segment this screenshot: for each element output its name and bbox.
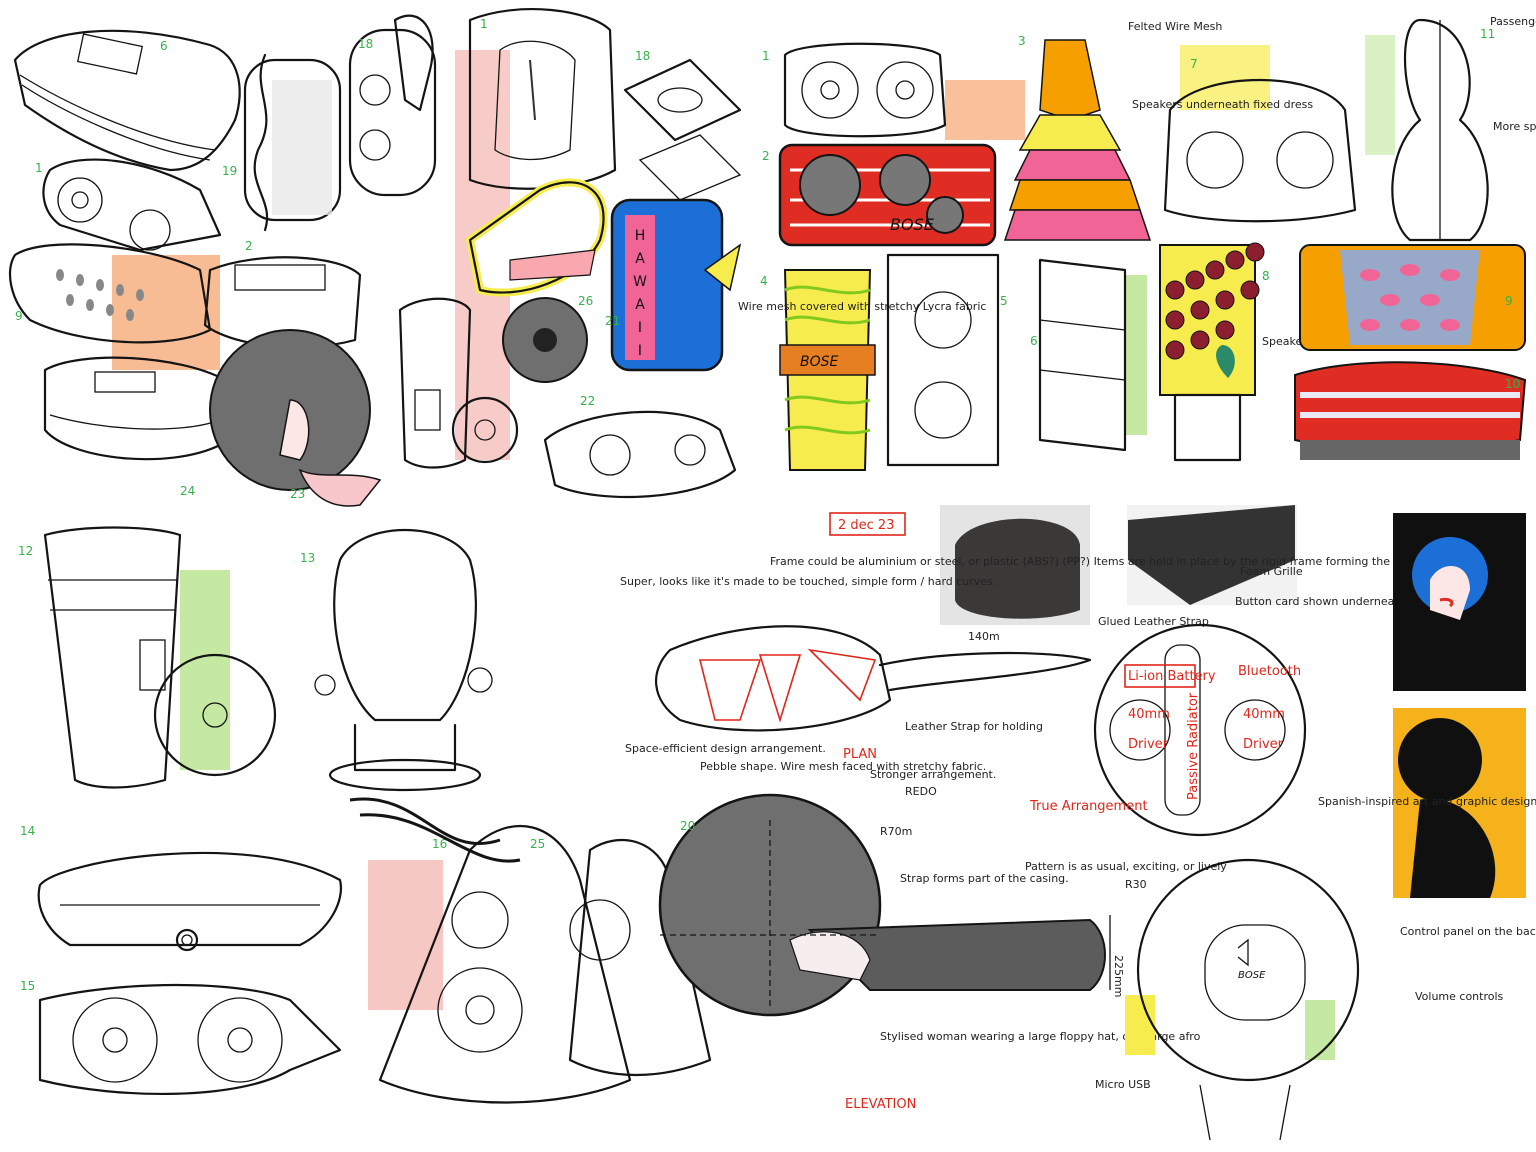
label-14: 14 [20,824,35,838]
note-glued-leather: Glued Leather Strap [1098,615,1209,628]
hawaii-letter: A [635,297,645,313]
hawaii-letters: H A W A I I [633,228,647,359]
note-button-card: Button card shown underneath casing [1235,595,1445,608]
hawaii-letter: H [635,228,646,244]
note-micro-usb: Micro USB [1095,1078,1151,1091]
plan-passive: Passive Radiator [1186,692,1201,800]
label-24: 24 [180,484,195,498]
label-5: 5 [1000,294,1008,308]
note-passenger: Passenger angle for strings [1490,15,1536,28]
label-6: 6 [160,39,168,53]
label-21: 21 [605,314,620,328]
label-2b: 2 [762,149,770,163]
plan-40mm-r: 40mm [1243,707,1285,722]
label-18b: 18 [635,49,650,63]
note-more-speakers: More speakers in side [1493,120,1536,133]
bluetooth-icon [1237,938,1249,967]
label-4: 4 [760,274,768,288]
label-25: 25 [530,837,545,851]
label-26: 26 [578,294,593,308]
note-stronger: Stronger arrangement. [870,768,996,781]
label-3: 3 [1018,34,1026,48]
hawaii-letter: I [638,320,642,336]
note-felted-wire: Felted Wire Mesh [1128,20,1222,33]
label-13a: 1 [480,17,488,31]
label-10: 10 [1505,377,1520,391]
note-pattern: Pattern is as usual, exciting, or lively [1025,860,1227,873]
plan-40mm-l: 40mm [1128,707,1170,722]
note-frame: Frame could be aluminium or steel, or pl… [770,555,1439,568]
label-13: 13 [300,551,315,565]
bose-label-back: BOSE [1238,970,1266,981]
label-11: 11 [1480,27,1495,41]
label-elevation: ELEVATION [845,1097,916,1112]
label-20: 20 [680,819,695,833]
note-true-arrangement: True Arrangement [1029,799,1148,814]
label-18: 18 [358,37,373,51]
note-spanish: Spanish-inspired art and graphic designs… [1318,795,1536,808]
note-pebble: Pebble shape. Wire mesh faced with stret… [700,760,986,773]
note-stylised: Stylised woman wearing a large floppy ha… [880,1030,1201,1043]
note-wire-mesh: Wire mesh covered with stretchy Lycra fa… [738,300,986,313]
label-9b: 9 [1505,294,1513,308]
note-foam: Foam Grille [1240,565,1303,578]
bose-label-red: BOSE [890,215,935,234]
note-leather-strap: Leather Strap for holding [905,720,1043,733]
note-140: 140m [968,630,1000,643]
bose-label-green: BOSE [800,354,839,370]
hawaii-letter: W [633,274,647,290]
note-r30: R30 [1125,878,1147,891]
note-super: Super, looks like it's made to be touche… [620,575,996,588]
note-r70: R70m [880,825,912,838]
label-7: 7 [1190,57,1198,71]
label-9: 9 [15,309,23,323]
sketch-group-bottom-right: 20 R70m Strap forms part of the casing. … [620,505,1536,1141]
note-speakers-fixed: Speakers underneath fixed dress [1132,98,1313,111]
label-16: 16 [432,837,447,851]
sketch-group-top-right: 1 BOSE 2 3 Felted Wire Mesh Speakers und… [738,15,1536,471]
label-23: 23 [290,487,305,501]
label-19: 19 [222,164,237,178]
plan-driver-r: Driver [1243,737,1284,752]
plan-bluetooth: Bluetooth [1238,664,1301,679]
hawaii-letter: I [638,343,642,359]
sketch-group-bottom-left: 12 13 14 15 16 25 [18,526,712,1104]
label-1b: 1 [762,49,770,63]
note-redo: REDO [905,785,937,798]
hawaii-letter: A [635,251,645,267]
note-strap-forms: Strap forms part of the casing. [900,872,1069,885]
dim-225: 225mm [1112,955,1125,997]
label-6b: 6 [1030,334,1038,348]
label-1a: 1 [35,161,43,175]
label-2a: 2 [245,239,253,253]
note-control-panel: Control panel on the back [1400,925,1536,938]
label-8: 8 [1262,269,1270,283]
label-plan: PLAN [843,747,877,762]
label-12: 12 [18,544,33,558]
plan-driver-l: Driver [1128,737,1169,752]
plan-liion: Li-ion Battery [1128,669,1216,684]
note-volume: Volume controls [1415,990,1504,1003]
power-icon [181,934,193,946]
label-22: 22 [580,394,595,408]
date-label: 2 dec 23 [838,518,894,533]
label-15: 15 [20,979,35,993]
note-space: Space-efficient design arrangement. [625,742,826,755]
sketch-group-top-left: 6 19 18 1 18 1 9 [8,7,742,507]
